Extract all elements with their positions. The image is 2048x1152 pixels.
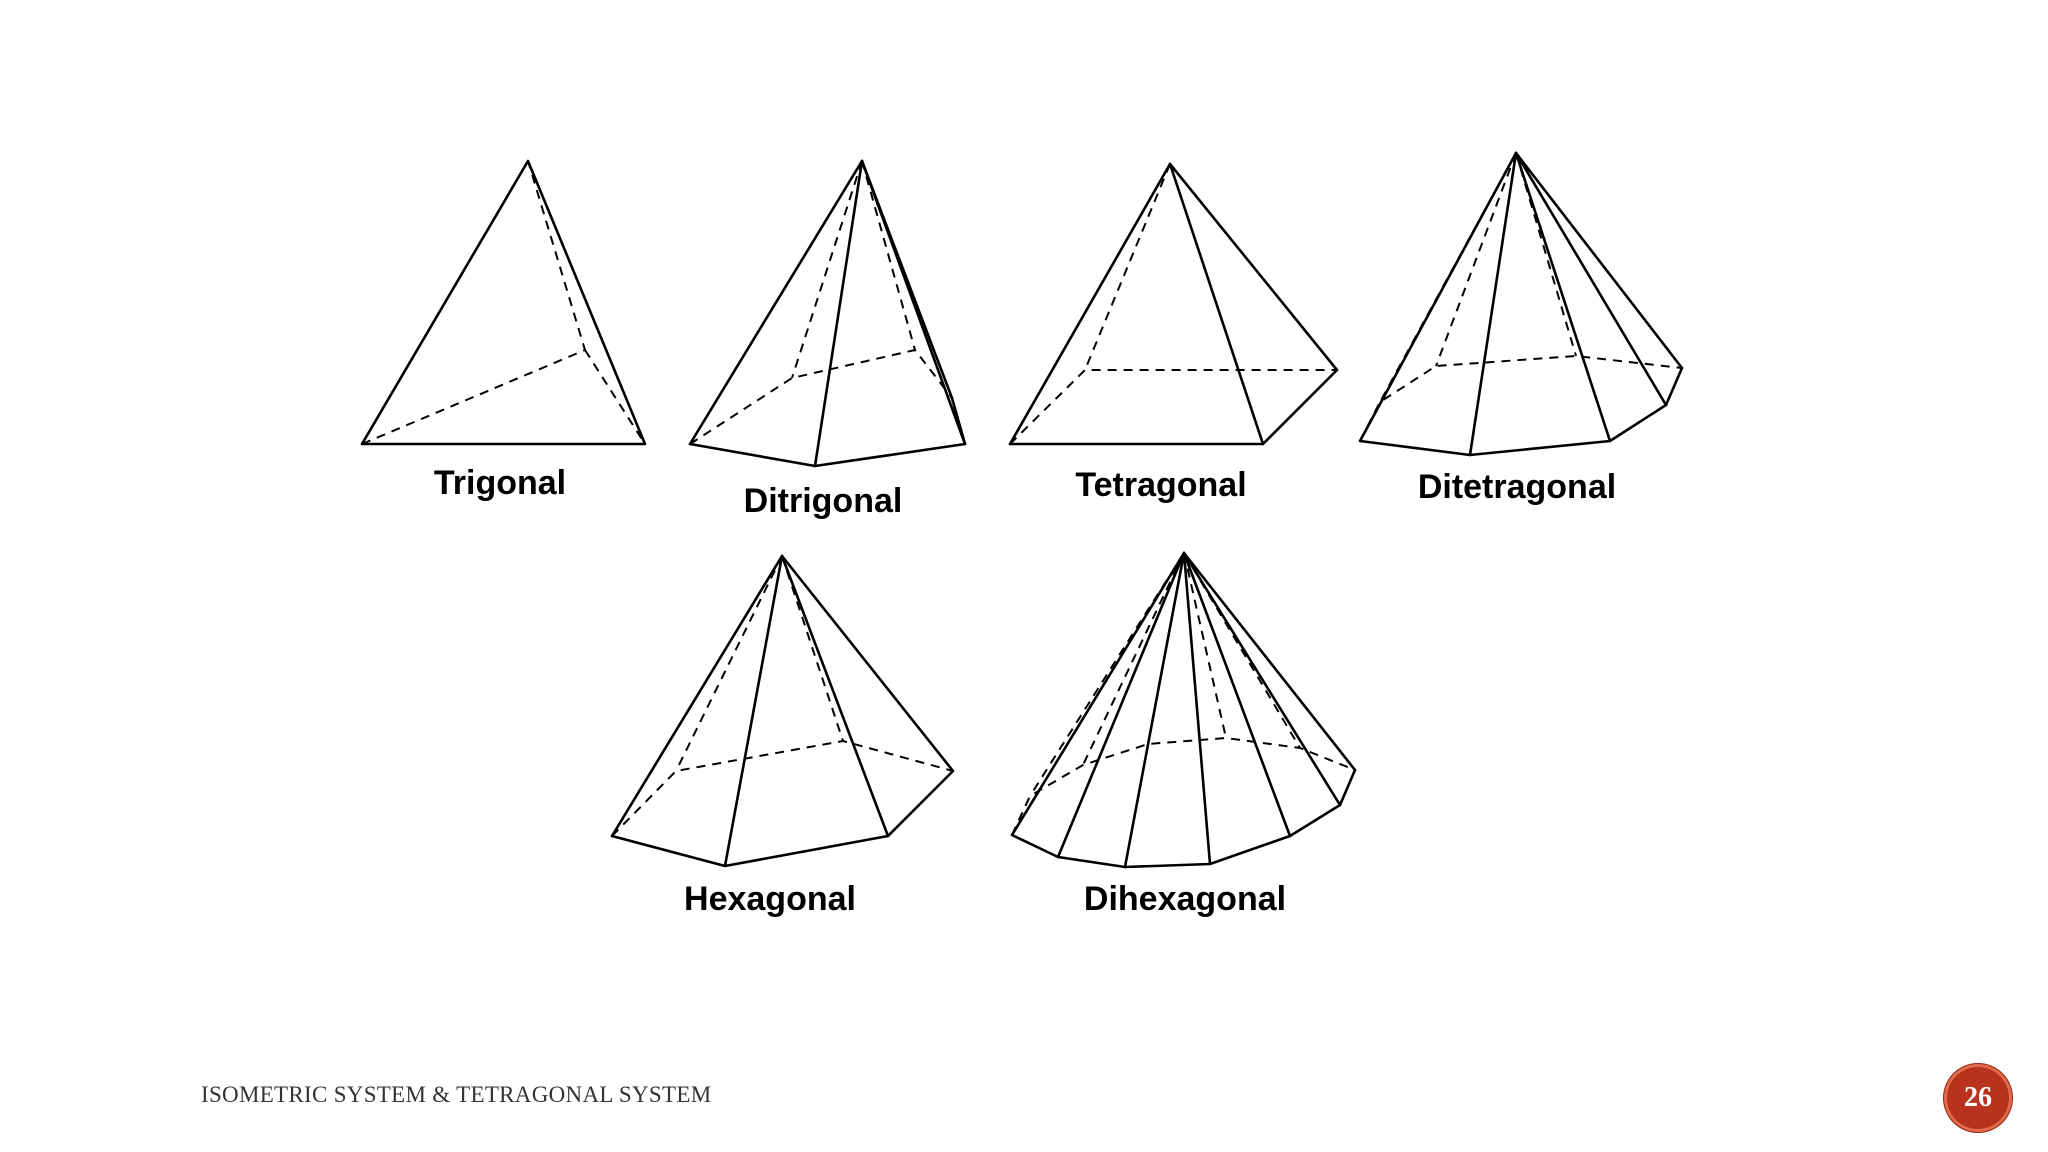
ditetragonal-base-back	[1359, 354, 1683, 442]
label-dihexagonal: Dihexagonal	[1084, 880, 1286, 918]
dihexagonal-edge	[1056, 551, 1186, 859]
hexagonal-base-front	[610, 769, 955, 868]
hexagonal-hidden-edge	[781, 555, 844, 742]
ditetragonal-pyramid	[1358, 151, 1684, 457]
dihexagonal-pyramid	[1010, 551, 1357, 869]
dihexagonal-hidden-edge	[1183, 552, 1301, 749]
ditetragonal-base-front	[1358, 366, 1684, 457]
ditetragonal-edge	[1514, 151, 1684, 370]
ditetragonal-edge	[1514, 151, 1612, 443]
ditrigonal-base-front	[688, 396, 967, 468]
label-trigonal: Trigonal	[434, 464, 566, 502]
ditetragonal-edge	[1468, 151, 1518, 457]
tetragonal-edge	[1008, 162, 1172, 446]
label-ditrigonal: Ditrigonal	[744, 482, 903, 520]
tetragonal-base-back	[1009, 369, 1337, 445]
tetragonal-edge	[1168, 162, 1265, 446]
ditrigonal-base-back	[689, 348, 953, 445]
dihexagonal-edge	[1182, 551, 1357, 772]
hexagonal-hidden-edge	[675, 555, 783, 772]
trigonal-outline	[360, 159, 647, 446]
ditrigonal-hidden-edge	[791, 160, 863, 379]
hexagonal-base-back	[611, 739, 954, 837]
ditetragonal-hidden-edge	[1435, 152, 1517, 367]
trigonal-pyramid	[360, 159, 647, 446]
page-number: 26	[1964, 1082, 1992, 1113]
hexagonal-edge	[723, 554, 784, 868]
dihexagonal-hidden-edge	[1147, 552, 1185, 745]
dihexagonal-hidden-edge	[1082, 552, 1185, 766]
ditrigonal-edge	[688, 159, 864, 446]
ditetragonal-hidden-edge	[1515, 152, 1577, 357]
ditrigonal-hidden-edge	[861, 160, 916, 351]
label-hexagonal: Hexagonal	[684, 880, 856, 918]
hexagonal-edge	[780, 554, 890, 838]
dihexagonal-edge	[1182, 551, 1212, 866]
ditrigonal-pyramid	[688, 159, 967, 468]
page-number-badge: 26	[1944, 1064, 2012, 1132]
tetragonal-edge	[1168, 162, 1339, 372]
hexagonal-pyramid	[610, 554, 955, 868]
tetragonal-base-front	[1008, 368, 1339, 446]
dihexagonal-edge	[1182, 551, 1342, 807]
dihexagonal-base-front	[1010, 768, 1357, 869]
ditetragonal-edge	[1514, 151, 1668, 407]
label-ditetragonal: Ditetragonal	[1418, 468, 1616, 506]
hexagonal-edge	[780, 554, 955, 773]
ditrigonal-edge	[813, 159, 864, 468]
ditrigonal-edge	[860, 159, 954, 400]
dihexagonal-edge	[1182, 551, 1292, 838]
trigonal-hidden-edges	[361, 160, 587, 445]
tetragonal-hidden-edge	[1084, 163, 1171, 371]
footer-title: ISOMETRIC SYSTEM & TETRAGONAL SYSTEM	[201, 1082, 712, 1107]
tetragonal-pyramid	[1008, 162, 1339, 446]
hexagonal-edge	[610, 554, 784, 838]
label-tetragonal: Tetragonal	[1075, 466, 1246, 504]
trigonal-hidden-edge	[584, 349, 646, 445]
